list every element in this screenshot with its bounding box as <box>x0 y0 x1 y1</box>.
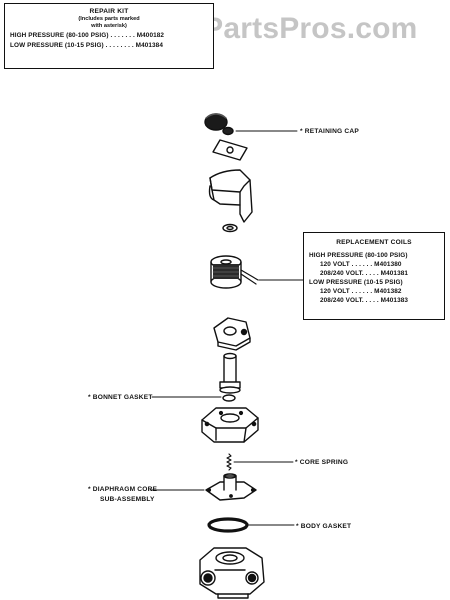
coils-high-pressure: HIGH PRESSURE (80-100 PSIG) <box>309 252 408 259</box>
yoke-plate-part <box>213 317 251 351</box>
repair-kit-box: REPAIR KIT (Includes parts marked with a… <box>4 3 214 69</box>
replacement-coils-title: REPLACEMENT COILS <box>336 239 412 246</box>
washer-part <box>222 223 238 233</box>
repair-kit-high-pressure: HIGH PRESSURE (80-100 PSIG) . . . . . . … <box>10 32 165 39</box>
label-bonnet-gasket: * BONNET GASKET <box>88 394 153 401</box>
replacement-coils-box: REPLACEMENT COILS HIGH PRESSURE (80-100 … <box>303 232 445 320</box>
diaphragm-part <box>205 473 257 501</box>
repair-kit-subtitle-2: with asterisk) <box>91 23 127 29</box>
label-diaphragm-core: * DIAPHRAGM CORE <box>88 486 158 493</box>
label-core-spring: * CORE SPRING <box>295 459 349 466</box>
coils-lp-208: 208/240 VOLT. . . . . M401383 <box>320 297 409 304</box>
coil-part <box>210 255 259 289</box>
coils-low-pressure: LOW PRESSURE (10-15 PSIG) <box>309 279 403 286</box>
coil-housing-part <box>208 169 253 223</box>
label-retaining-cap: * RETAINING CAP <box>300 128 359 135</box>
valve-body-part <box>199 547 265 599</box>
coils-lp-120: 120 VOLT . . . . . . M401382 <box>320 288 402 295</box>
label-body-gasket: * BODY GASKET <box>296 523 352 530</box>
bonnet-part <box>201 407 259 443</box>
core-spring-part <box>226 453 232 471</box>
coils-hp-120: 120 VOLT . . . . . . M401380 <box>320 261 402 268</box>
repair-kit-subtitle-1: (Includes parts marked <box>78 16 140 22</box>
repair-kit-title: REPAIR KIT <box>89 8 129 15</box>
bonnet-gasket-part <box>222 394 236 402</box>
retaining-cap-part <box>204 113 234 136</box>
coils-hp-208: 208/240 VOLT. . . . . M401381 <box>320 270 409 277</box>
label-sub-assembly: SUB-ASSEMBLY <box>100 496 155 503</box>
body-gasket-part <box>207 517 249 533</box>
repair-kit-low-pressure: LOW PRESSURE (10-15 PSIG) . . . . . . . … <box>10 42 163 49</box>
plunger-tube-part <box>219 352 241 394</box>
